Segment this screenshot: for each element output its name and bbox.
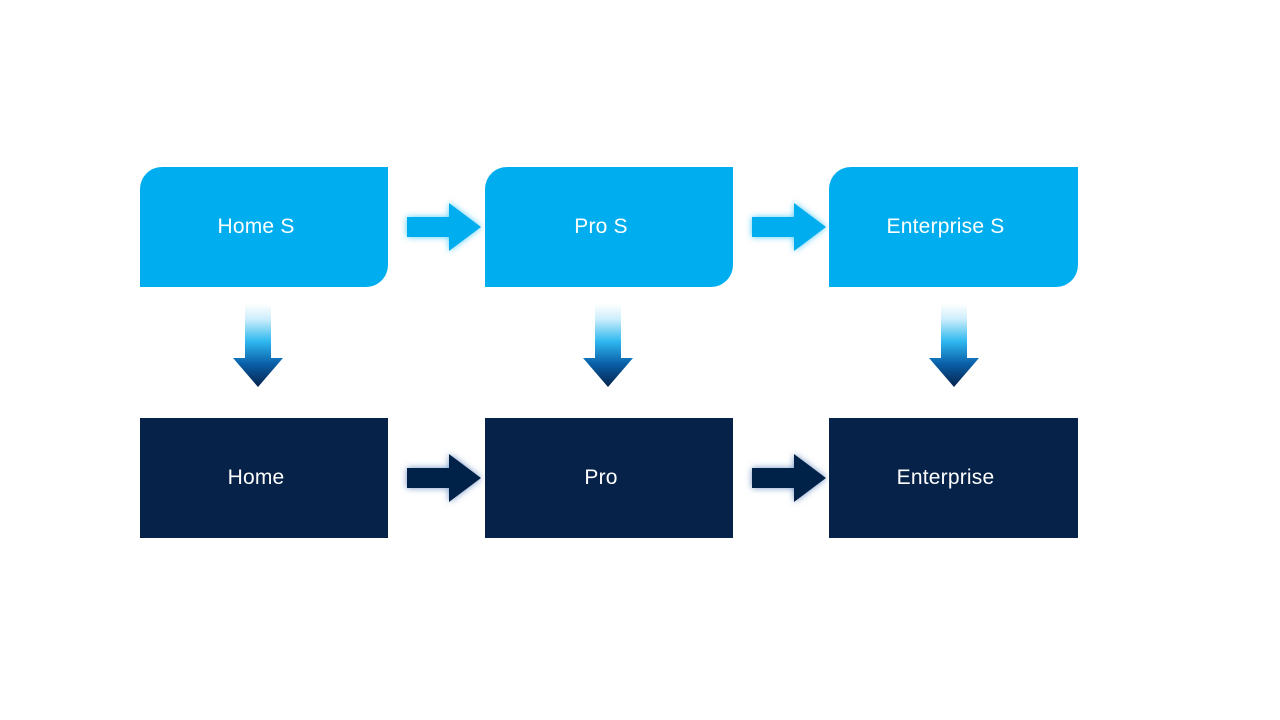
arrow-right-icon-pro-to-enterprise (750, 450, 828, 506)
arrow-right-icon-home-to-pro (405, 450, 483, 506)
node-pro-s[interactable]: Pro S (485, 167, 733, 287)
node-label: Home (227, 466, 285, 489)
node-label: Pro S (574, 215, 628, 238)
node-pro[interactable]: Pro (485, 418, 733, 538)
node-label: Pro (584, 466, 618, 489)
node-home-s[interactable]: Home S (140, 167, 388, 287)
node-enterprise[interactable]: Enterprise (829, 418, 1078, 538)
arrow-down-icon-pro-s-to-pro (582, 304, 634, 388)
node-label: Home S (217, 215, 295, 238)
node-home[interactable]: Home (140, 418, 388, 538)
node-enterprise-s[interactable]: Enterprise S (829, 167, 1078, 287)
node-label: Enterprise (896, 466, 995, 489)
arrow-right-icon-home-s-to-pro-s (405, 199, 483, 255)
arrow-down-icon-enterprise-s-to-enterprise (928, 304, 980, 388)
arrow-down-icon-home-s-to-home (232, 304, 284, 388)
node-label: Enterprise S (886, 215, 1005, 238)
arrow-right-icon-pro-s-to-enterprise-s (750, 199, 828, 255)
